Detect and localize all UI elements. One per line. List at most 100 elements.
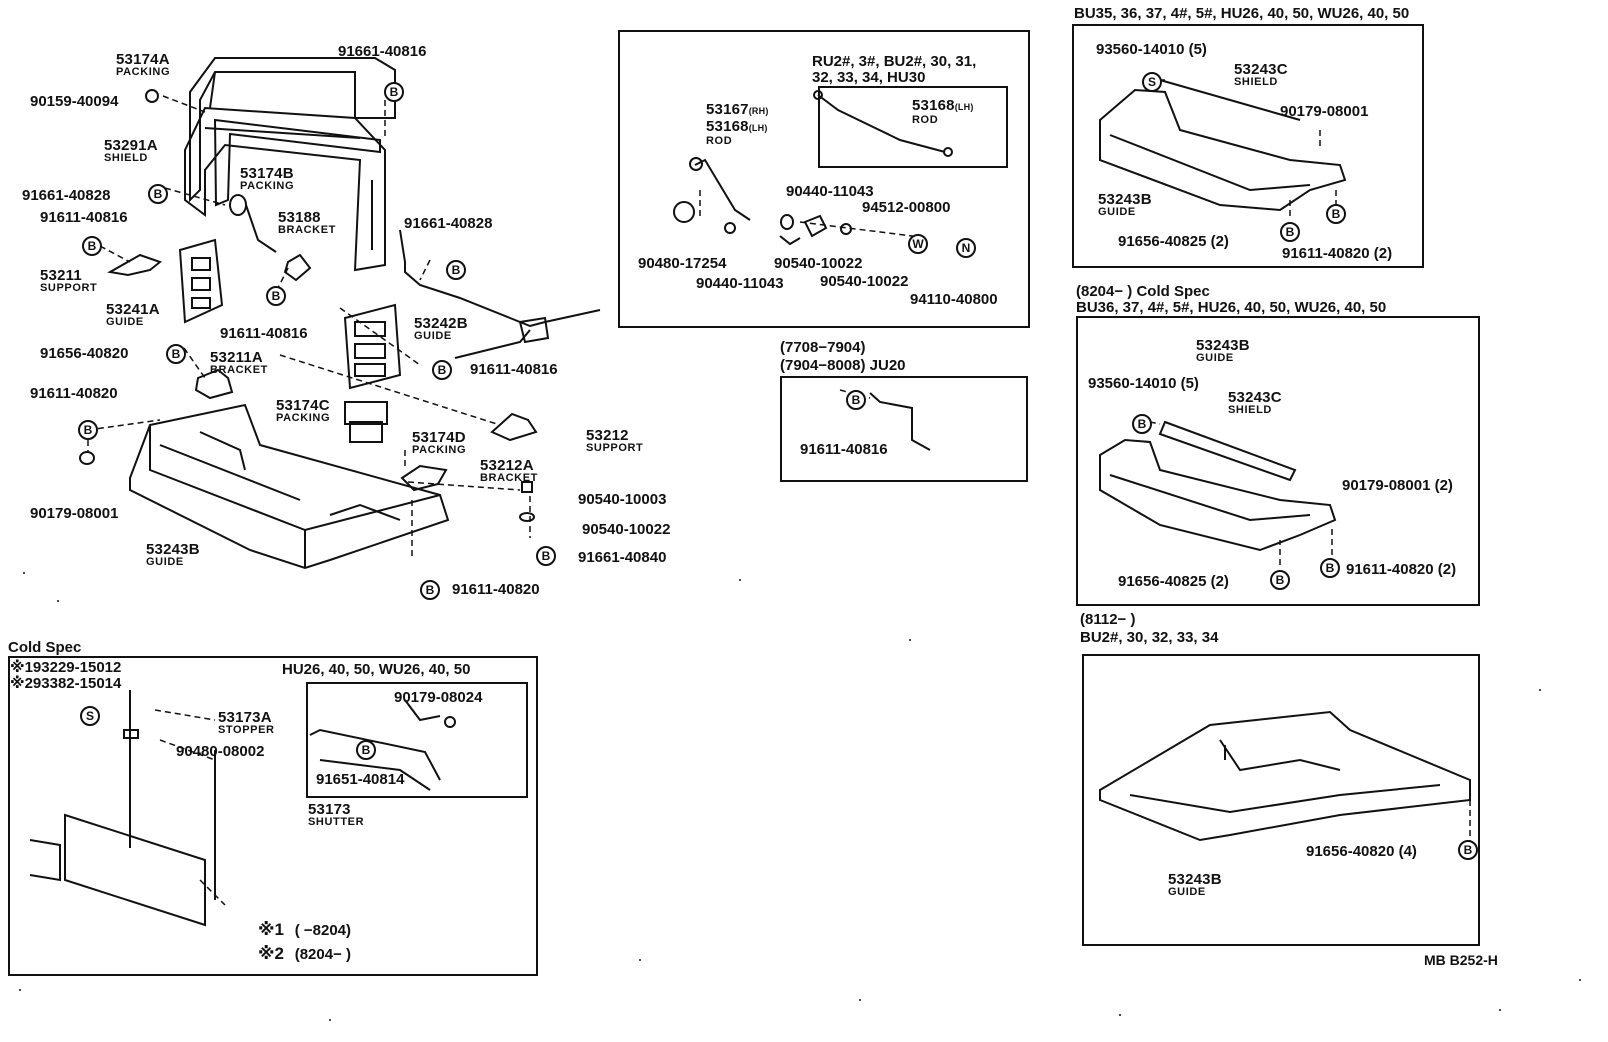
packing-53174d-drawing <box>349 421 383 443</box>
label-91611-40820-b: 91611-40820 (2) <box>1346 561 1457 578</box>
symbol-b-marker: B <box>356 740 376 760</box>
ju20-date-1: (7708−7904) <box>780 339 866 356</box>
guide-53241a-drawing <box>178 238 224 324</box>
label-53167-53168-rod: 53167(RH) 53168(LH) ROD <box>706 101 769 147</box>
cold-spec-shutter-frame <box>8 656 538 976</box>
label-53173a: 53173A STOPPER <box>218 709 275 736</box>
label-293382-15014: ※293382-15014 <box>10 675 122 692</box>
label-53243c-b: 53243C SHIELD <box>1228 389 1282 416</box>
note-1: ※1 ( −8204) <box>258 920 352 939</box>
packing-53174a-drawing <box>189 57 396 203</box>
label-53243c-a: 53243C SHIELD <box>1234 61 1288 88</box>
scan-speckle <box>19 572 1581 1021</box>
label-53243b-a: 53243B GUIDE <box>1098 191 1152 218</box>
label-53242b: 53242B GUIDE <box>414 315 468 342</box>
label-53168-lh-inset: 53168(LH) ROD <box>912 97 974 126</box>
label-93560-14010-a: 93560-14010 (5) <box>1096 41 1207 58</box>
label-90480-08002: 90480-08002 <box>176 743 265 760</box>
label-91661-40840: 91661-40840 <box>578 549 667 566</box>
label-53174c: 53174C PACKING <box>276 397 331 424</box>
label-91611-40816-mid: 91611-40816 <box>220 325 308 342</box>
shield-53291a-drawing <box>184 106 386 272</box>
label-90540-10022: 90540-10022 <box>582 521 671 538</box>
label-91611-40816-left: 91611-40816 <box>40 209 128 226</box>
bu35-heading: BU35, 36, 37, 4#, 5#, HU26, 40, 50, WU26… <box>1074 5 1410 22</box>
bu35-tray-drawing <box>1099 79 1347 212</box>
symbol-b-marker: B <box>148 184 168 204</box>
symbol-b-marker: B <box>166 344 186 364</box>
label-90540-10003: 90540-10003 <box>578 491 667 508</box>
bu2-box-frame <box>1082 654 1480 946</box>
label-90159-40094: 90159-40094 <box>30 93 119 110</box>
label-91611-40820-left: 91611-40820 <box>30 385 118 402</box>
label-91661-40816: 91661-40816 <box>338 43 427 60</box>
label-90179-08001-b: 90179-08001 (2) <box>1342 477 1453 494</box>
symbol-b-marker: B <box>536 546 556 566</box>
label-93560-14010-b: 93560-14010 (5) <box>1088 375 1199 392</box>
symbol-b-marker: B <box>1132 414 1152 434</box>
label-94110-40800: 94110-40800 <box>910 291 998 308</box>
symbol-b-marker: B <box>432 360 452 380</box>
label-90179-08001-a: 90179-08001 <box>1280 103 1369 120</box>
label-90179-08024: 90179-08024 <box>394 689 483 706</box>
label-91661-40828-right: 91661-40828 <box>404 215 493 232</box>
cold-box-heading-2: BU36, 37, 4#, 5#, HU26, 40, 50, WU26, 40… <box>1076 299 1387 316</box>
packing-53174b-drawing <box>213 118 381 207</box>
symbol-b-marker: B <box>266 286 286 306</box>
rod-box-drawings <box>673 90 953 451</box>
support-53212-drawing <box>490 412 538 442</box>
label-90540-10022-a: 90540-10022 <box>774 255 863 272</box>
symbol-b-marker: B <box>420 580 440 600</box>
label-91611-40820-bottom: 91611-40820 <box>452 581 540 598</box>
label-53212: 53212 SUPPORT <box>586 427 644 454</box>
bu2-heading-2: BU2#, 30, 32, 33, 34 <box>1080 629 1219 646</box>
label-53212a: 53212A BRACKET <box>480 457 538 484</box>
label-53291a: 53291A SHIELD <box>104 137 158 164</box>
hu26-inset-frame <box>306 682 528 798</box>
label-53211: 53211 SUPPORT <box>40 267 98 294</box>
rod-inset-title-2: 32, 33, 34, HU30 <box>812 69 926 86</box>
label-91656-40820-bu2: 91656-40820 (4) <box>1306 843 1417 860</box>
symbol-b-marker: B <box>1280 222 1300 242</box>
symbol-b-marker: B <box>846 390 866 410</box>
label-53241a: 53241A GUIDE <box>106 301 160 328</box>
cold-box-heading-1: (8204− ) Cold Spec <box>1076 283 1210 300</box>
support-53211-drawing <box>107 253 163 277</box>
bu2-heading-1: (8112− ) <box>1080 611 1136 628</box>
label-91661-40828-left: 91661-40828 <box>22 187 111 204</box>
label-53173: 53173 SHUTTER <box>308 801 365 828</box>
label-91656-40820: 91656-40820 <box>40 345 129 362</box>
figure-reference: MB B252-H <box>1424 952 1498 968</box>
label-53243b-b: 53243B GUIDE <box>1196 337 1250 364</box>
symbol-b-marker: B <box>446 260 466 280</box>
rod-inset-title-1: RU2#, 3#, BU2#, 30, 31, <box>812 53 977 70</box>
bracket-53211a-drawing <box>194 368 234 400</box>
guide-53242b-drawing <box>343 303 402 390</box>
nut-90179-drawing <box>79 451 95 465</box>
label-90480-17254: 90480-17254 <box>638 255 727 272</box>
cable-drawing <box>399 229 601 328</box>
rod-inset-frame <box>818 86 1008 168</box>
label-90440-11043-top: 90440-11043 <box>786 183 874 200</box>
label-53211a: 53211A BRACKET <box>210 349 268 376</box>
label-53174d: 53174D PACKING <box>412 429 467 456</box>
label-91611-40820-a: 91611-40820 (2) <box>1282 245 1393 262</box>
washer-90540-10022-drawing <box>519 512 535 522</box>
symbol-s-marker: S <box>1142 72 1162 92</box>
label-53243b-main: 53243B GUIDE <box>146 541 200 568</box>
bracket-53188-drawing <box>229 194 312 282</box>
symbol-s-marker: S <box>80 706 100 726</box>
label-193229-15012: ※193229-15012 <box>10 659 122 676</box>
label-90540-10022-b: 90540-10022 <box>820 273 909 290</box>
symbol-n-marker: N <box>956 238 976 258</box>
note-2: ※2 (8204− ) <box>258 944 352 963</box>
label-94512-00800: 94512-00800 <box>862 199 951 216</box>
cold-spec-box-frame <box>1076 316 1480 606</box>
label-91611-40816-ju20: 91611-40816 <box>800 441 888 458</box>
label-53174b: 53174B PACKING <box>240 165 295 192</box>
packing-53174c-drawing <box>344 401 388 425</box>
label-90440-11043-bottom: 90440-11043 <box>696 275 784 292</box>
bolt-90540-10003-drawing <box>521 481 533 493</box>
cold-spec-title: Cold Spec <box>8 639 82 656</box>
